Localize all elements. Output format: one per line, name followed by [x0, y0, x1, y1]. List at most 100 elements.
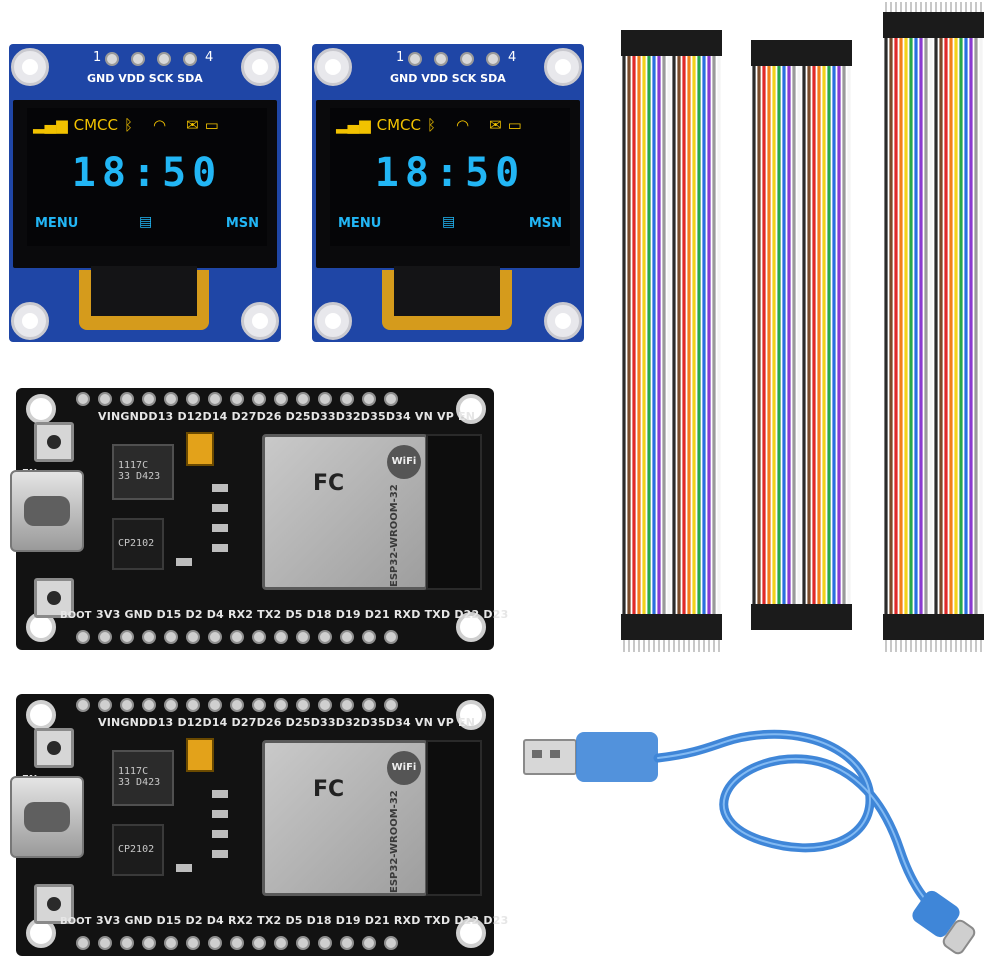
connector-pin [668, 640, 670, 652]
usb-c-port [10, 776, 84, 858]
usb-a-slot [532, 750, 542, 758]
header-pin [460, 52, 474, 66]
esp32-board-2: VINGNDD13 D12D14 D27D26 D25D33D32D35D34 … [10, 694, 508, 956]
smd-resistor [212, 850, 228, 858]
male-connector [918, 614, 924, 640]
top-pin-labels: VINGNDD13 D12D14 D27D26 D25D33D32D35D34 … [98, 410, 476, 423]
mail-icon: ✉ [186, 116, 199, 134]
oled-screen: ▂▄▆ CMCC ᛒ ◠ ✉ ▭ 18:50 MENU ▤ MSN [27, 108, 267, 246]
bottom-pin-header [76, 630, 398, 646]
mounting-hole [314, 302, 352, 340]
pin-number-1: 1 [396, 50, 405, 65]
connector-pin [643, 640, 645, 652]
male-connector [958, 12, 964, 38]
usb-cable [520, 700, 990, 958]
male-connector [963, 614, 969, 640]
module-name: ESP32-WROOM-32 [389, 790, 400, 893]
connector-pin [673, 640, 675, 652]
pin-number-4: 4 [508, 50, 517, 65]
mounting-hole [456, 918, 486, 948]
pin-number-1: 1 [93, 50, 102, 65]
male-connector [706, 614, 712, 640]
female-connector [816, 604, 822, 630]
usb-uart-chip: CP2102 [112, 518, 164, 570]
mounting-hole [544, 48, 582, 86]
connector-pin [895, 2, 897, 12]
connector-pin [915, 2, 917, 12]
female-connector [686, 30, 692, 56]
connector-pin [638, 640, 640, 652]
connector-pin [935, 640, 937, 652]
regulator-marking: 1117C 33 D423 [118, 460, 161, 482]
male-connector [938, 12, 944, 38]
female-connector [846, 604, 852, 630]
signal-icon: ▂▄▆ [336, 116, 371, 134]
signal-icon: ▂▄▆ [33, 116, 68, 134]
male-connector [913, 614, 919, 640]
usb-chip-marking: CP2102 [118, 844, 155, 855]
female-connector [806, 604, 812, 630]
connector-pin [970, 640, 972, 652]
female-connector [716, 30, 722, 56]
female-connector [621, 30, 627, 56]
oled-module-2: 1 4 GND VDD SCK SDA ▂▄▆ CMCC ᛒ ◠ ✉ ▭ 18:… [312, 44, 584, 342]
male-connector [666, 614, 672, 640]
esp32-board-1: VINGNDD13 D12D14 D27D26 D25D33D32D35D34 … [10, 388, 508, 650]
connector-pin [713, 640, 715, 652]
male-connector [631, 614, 637, 640]
male-connector [898, 12, 904, 38]
fc-logo: FC [313, 471, 345, 496]
male-connector [898, 614, 904, 640]
female-connector [801, 604, 807, 630]
wifi-logo: WiFi [387, 445, 421, 479]
flex-cable-cover [91, 266, 197, 316]
mail-icon: ✉ [489, 116, 502, 134]
male-connector [973, 614, 979, 640]
female-connector [806, 40, 812, 66]
connector-pin [950, 2, 952, 12]
male-connector [968, 12, 974, 38]
female-connector [776, 40, 782, 66]
male-connector [888, 614, 894, 640]
status-bar: ▂▄▆ CMCC ᛒ ◠ ✉ ▭ [336, 116, 522, 134]
en-button [34, 728, 74, 768]
smd-resistor [212, 504, 228, 512]
wifi-icon: ◠ [456, 116, 470, 134]
connector-pin [890, 640, 892, 652]
male-connector [903, 614, 909, 640]
female-connector [691, 30, 697, 56]
connector-pin [708, 640, 710, 652]
female-connector [641, 30, 647, 56]
male-connector [943, 614, 949, 640]
female-connector [676, 30, 682, 56]
male-connector [948, 12, 954, 38]
connector-pin [925, 2, 927, 12]
connector-pin [920, 640, 922, 652]
female-connector [801, 40, 807, 66]
female-connector [646, 30, 652, 56]
pin-number-4: 4 [205, 50, 214, 65]
boot-label: BOOT [60, 916, 92, 927]
connector-pin [975, 2, 977, 12]
female-connector [756, 604, 762, 630]
male-connector [636, 614, 642, 640]
mounting-hole [11, 302, 49, 340]
smd-resistor [212, 810, 228, 818]
smd-resistor [212, 830, 228, 838]
status-bar: ▂▄▆ CMCC ᛒ ◠ ✉ ▭ [33, 116, 219, 134]
female-connector [836, 604, 842, 630]
male-connector [883, 614, 889, 640]
smd-resistor [176, 864, 192, 872]
clock-display: 18:50 [374, 150, 526, 196]
connector-pin [955, 640, 957, 652]
male-connector [908, 614, 914, 640]
boot-button [34, 578, 74, 618]
top-pin-header [76, 698, 398, 714]
mounting-hole [11, 48, 49, 86]
mounting-hole [456, 700, 486, 730]
male-connector [893, 614, 899, 640]
female-connector [776, 604, 782, 630]
smd-resistor [212, 524, 228, 532]
top-pin-header [76, 392, 398, 408]
header-pin [183, 52, 197, 66]
